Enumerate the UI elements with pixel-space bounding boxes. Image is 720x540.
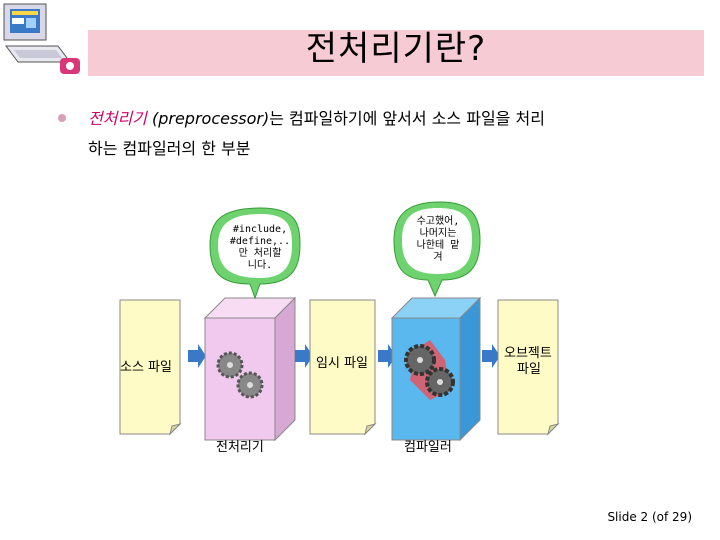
bubble-right-text: 수고했어, 나머지는 나한테 맡 겨: [396, 216, 480, 264]
bubble-left-line: #include,: [232, 224, 288, 235]
object-file-paper: [497, 299, 560, 436]
arrow-to-temp: [295, 344, 313, 368]
bullet-dot: [58, 114, 66, 122]
title-band: [88, 30, 704, 76]
keyword-preprocessor: 전처리기: [88, 109, 147, 128]
bullet-line1-rest: 는 컴파일하기에 앞서서 소스 파일을 처리: [269, 109, 545, 128]
arrow-to-preprocessor: [188, 344, 206, 368]
temp-file-label: 임시 파일: [316, 356, 368, 371]
arrow-to-object: [482, 344, 500, 368]
bubble-right-line: 나한테 맡: [416, 240, 460, 251]
object-file-label-line2: 파일: [517, 362, 541, 377]
english-term: (preprocessor): [151, 109, 270, 128]
compiler-label: 컴파일러: [404, 440, 452, 455]
bubble-left-line: 만 처리할: [238, 248, 282, 259]
object-file-label-line1: 오브젝트: [504, 346, 552, 361]
preprocessor-label: 전처리기: [216, 440, 264, 455]
source-file-label: 소스 파일: [120, 360, 172, 375]
temp-file-paper: [309, 299, 377, 436]
slide-title: 전처리기란?: [305, 29, 487, 69]
bullet-line2: 하는 컴파일러의 한 부분: [88, 139, 251, 158]
bubble-right-line: 겨: [433, 252, 443, 263]
bubble-left-line: #define,..: [229, 236, 291, 247]
source-file-paper: [119, 299, 182, 436]
computer-clipart-logo: [3, 3, 80, 74]
bubble-right-line: 수고했어,: [416, 216, 460, 227]
preprocessor-box: [203, 296, 297, 442]
bullet-text: 전처리기 (preprocessor)는 컴파일하기에 앞서서 소스 파일을 처…: [88, 104, 698, 164]
speech-bubble-preprocessor: [209, 207, 301, 300]
slide-counter: Slide 2 (of 29): [607, 510, 692, 524]
speech-bubble-compiler: [393, 201, 481, 298]
bubble-right-line: 나머지는: [419, 228, 457, 239]
compilation-diagram: [119, 201, 560, 442]
bubble-left-text: #include, #define,.. 만 처리할 니다.: [218, 224, 302, 272]
compiler-box: [390, 296, 482, 442]
bubble-left-line: 니다.: [247, 260, 273, 271]
